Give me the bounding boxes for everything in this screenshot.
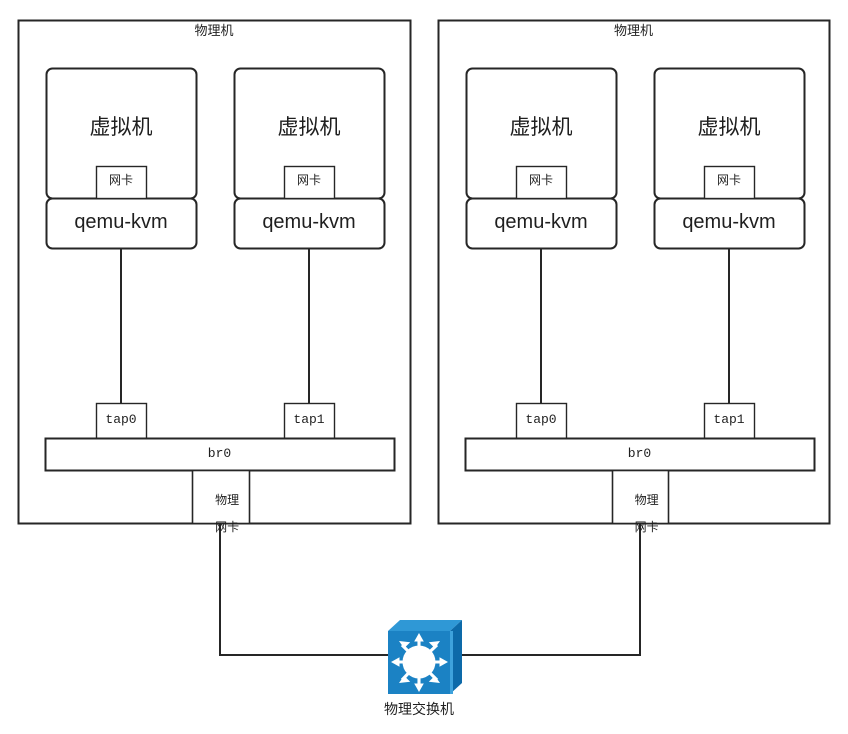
host-left-qemu-1[interactable] bbox=[234, 198, 384, 248]
physical-switch[interactable] bbox=[388, 620, 462, 694]
host-left-vm-0[interactable] bbox=[46, 68, 196, 198]
host-right-bridge-box bbox=[464, 437, 816, 472]
host-left-tap-1-box bbox=[283, 402, 336, 440]
host-right-tap-1[interactable] bbox=[704, 403, 754, 438]
host-right-bridge[interactable] bbox=[465, 438, 814, 470]
host-left-physical-nic-box bbox=[191, 469, 251, 525]
host-right-tap-1-box bbox=[703, 402, 756, 440]
network-switch-icon[interactable] bbox=[388, 620, 462, 694]
host-right-vm-1-nic-box bbox=[703, 165, 756, 200]
host-right-vm-0-nic-box bbox=[515, 165, 568, 200]
host-left-tap-0[interactable] bbox=[96, 403, 146, 438]
host-right-physical-nic-box bbox=[611, 469, 670, 525]
host-right-qemu-0[interactable] bbox=[466, 198, 616, 248]
switch-icon-top-face bbox=[388, 620, 462, 631]
switch-icon-arrowheads bbox=[391, 633, 448, 692]
host-left-physical-nic[interactable] bbox=[192, 470, 249, 523]
host-right-qemu-1[interactable] bbox=[654, 198, 804, 248]
host-right-uplink-cable bbox=[459, 523, 641, 656]
switch-icon-bevel bbox=[450, 631, 453, 694]
host-right-physical-nic[interactable] bbox=[612, 470, 668, 523]
host-left-tap-0-box bbox=[95, 402, 148, 440]
host-left-vm-0-nic-box bbox=[95, 165, 148, 200]
host-left-tap-1[interactable] bbox=[284, 403, 334, 438]
switch-icon-hub bbox=[402, 645, 436, 679]
host-right-vm-1[interactable] bbox=[654, 68, 804, 198]
host-left-bridge-box bbox=[44, 437, 396, 472]
host-right-vm-0[interactable] bbox=[466, 68, 616, 198]
host-right-tap-0-box bbox=[515, 402, 568, 440]
host-left-vm-1-nic-box bbox=[283, 165, 336, 200]
host-left-qemu-0[interactable] bbox=[46, 198, 196, 248]
host-left-uplink-cable bbox=[219, 523, 391, 656]
host-left-bridge[interactable] bbox=[45, 438, 394, 470]
host-right-tap-0[interactable] bbox=[516, 403, 566, 438]
host-left-vm-1[interactable] bbox=[234, 68, 384, 198]
